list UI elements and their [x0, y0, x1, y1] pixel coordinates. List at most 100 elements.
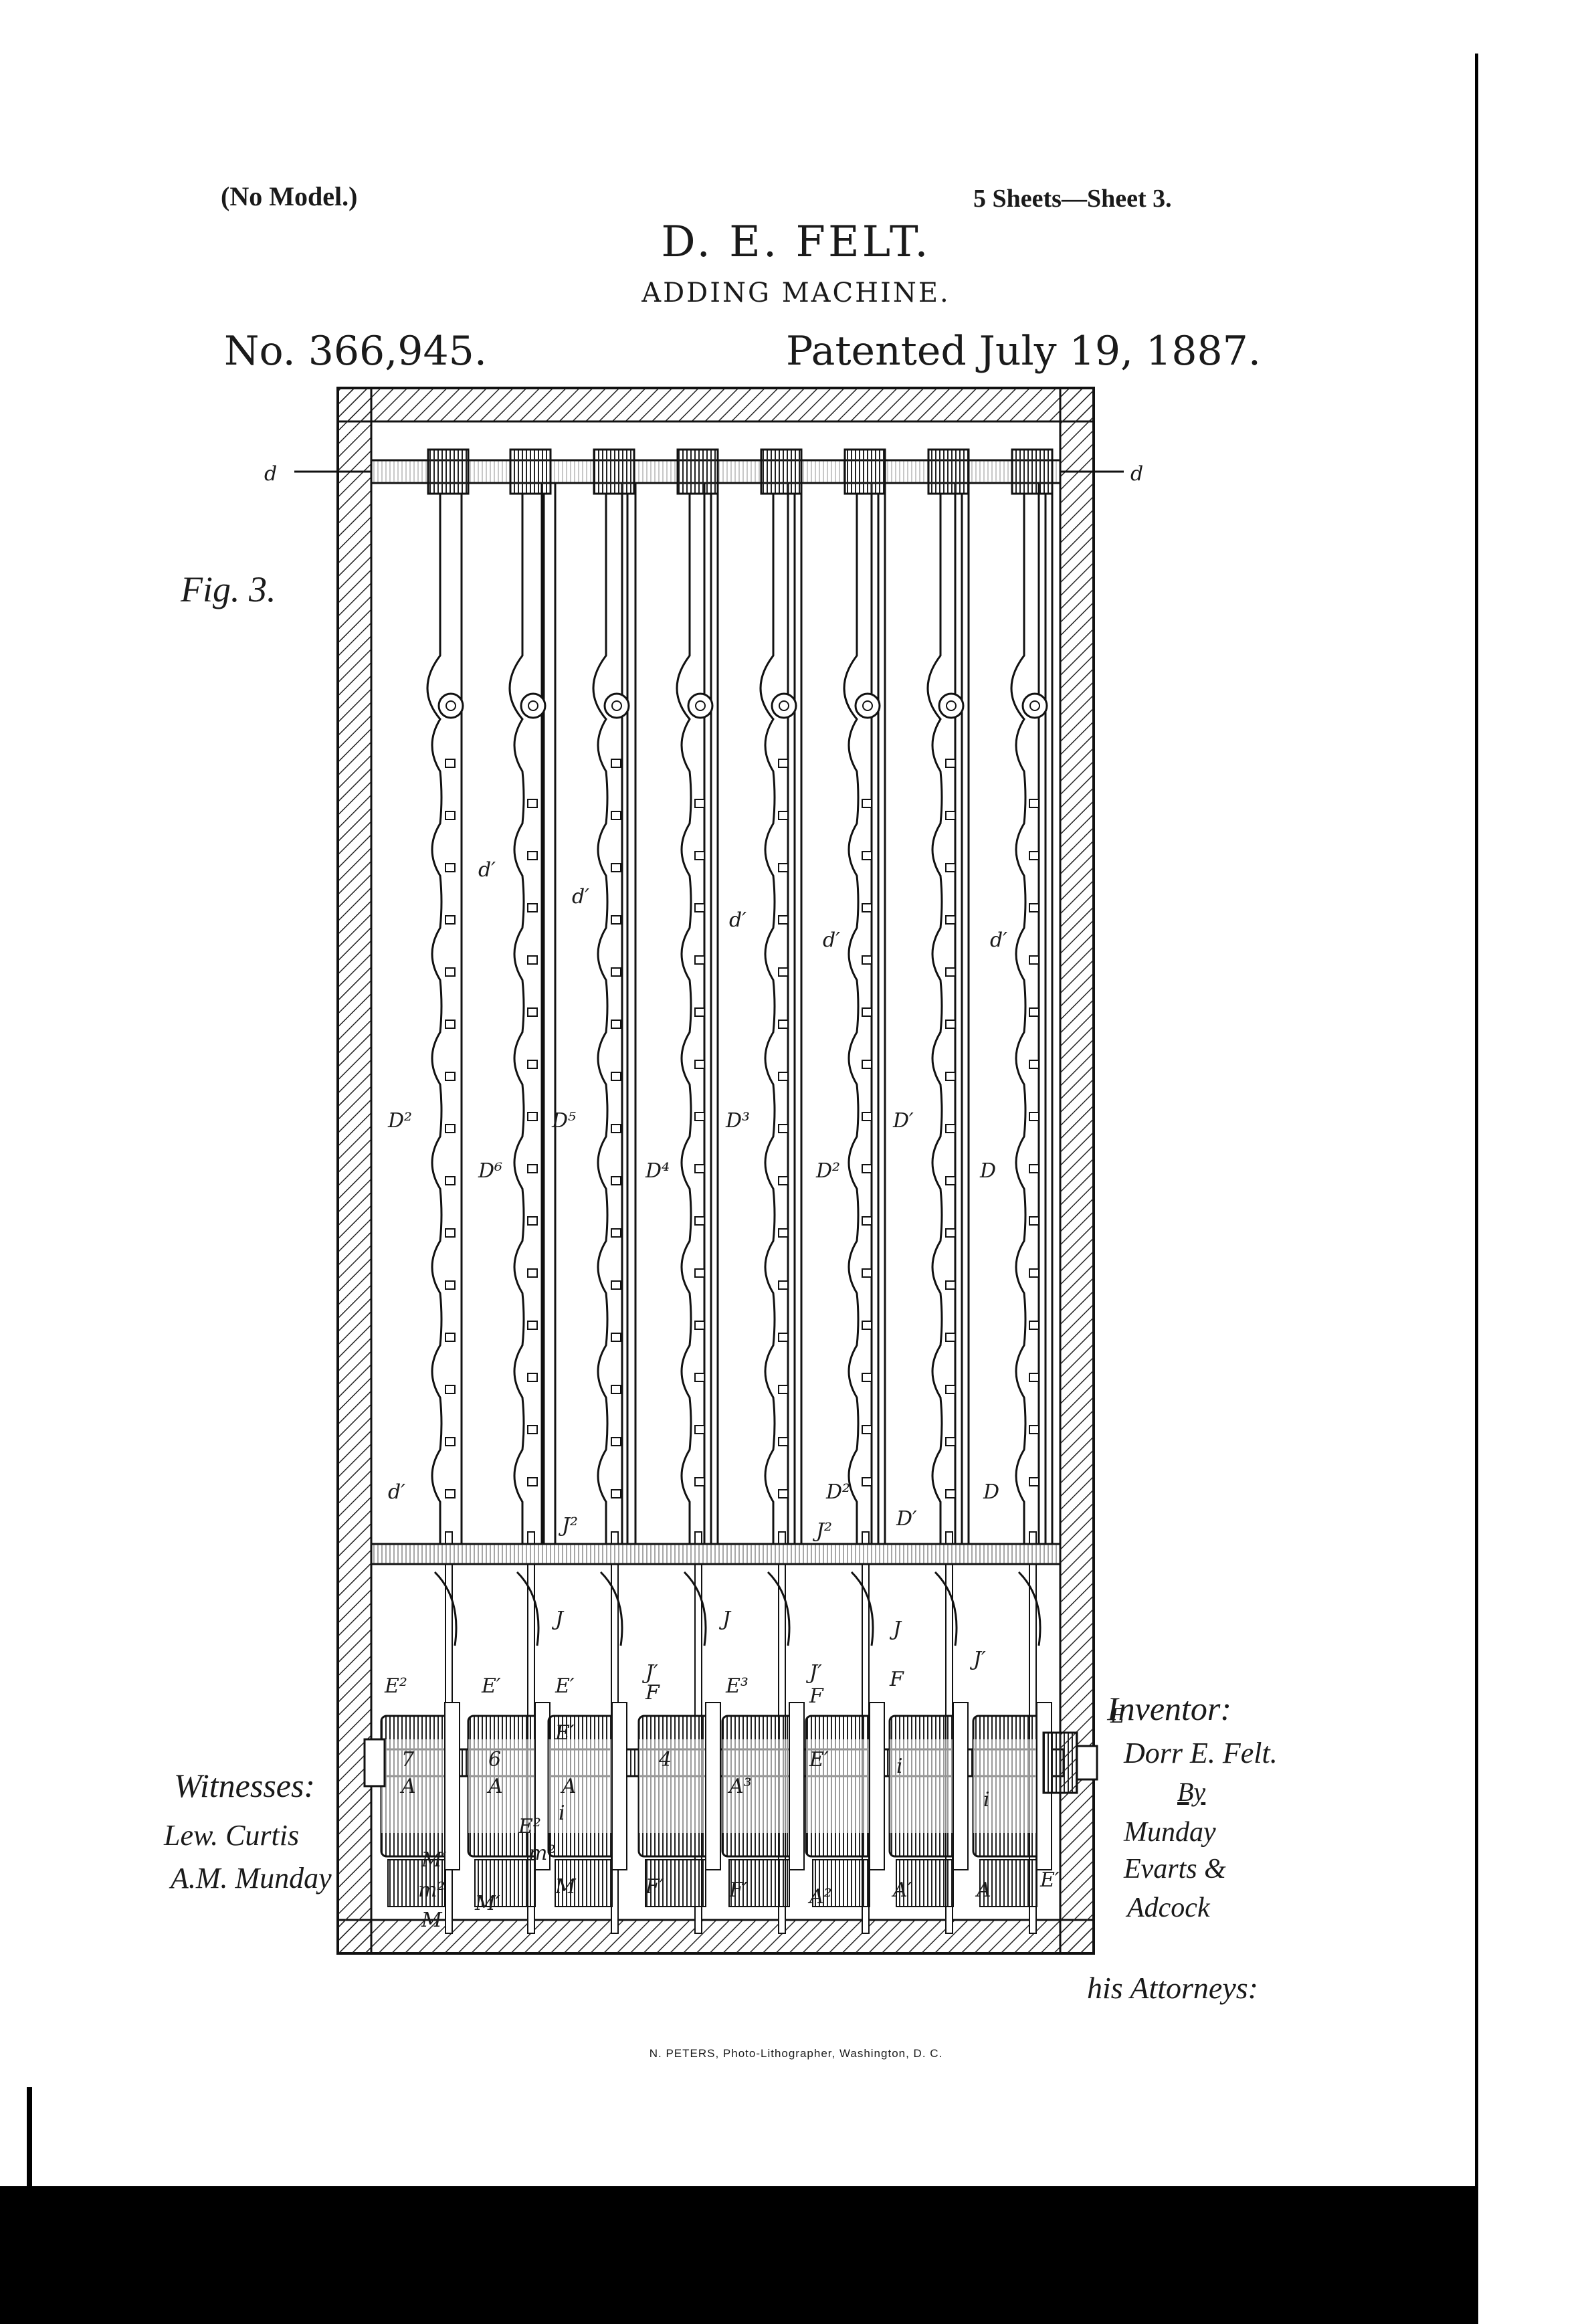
label-dprime-3: d′: [823, 929, 840, 952]
label-rack-4: D³: [725, 1109, 750, 1133]
pawl-spring: [850, 1571, 874, 1646]
gear-drum-face: [722, 1739, 796, 1833]
gear-drum-face: [890, 1739, 960, 1833]
ratchet-wheel: [728, 1859, 790, 1907]
rack-hole: [1029, 1477, 1039, 1486]
rack-hole: [862, 1373, 872, 1382]
gear-drum-face: [806, 1739, 876, 1833]
rack-hole: [445, 811, 456, 820]
label-lower-9: J: [889, 1618, 902, 1641]
rack-hub: [843, 448, 886, 495]
rack-hole: [527, 903, 538, 912]
ratchet-wheel: [896, 1859, 954, 1907]
rack-hole: [445, 1176, 456, 1185]
rack-hole: [778, 1280, 789, 1290]
pawl-spring: [516, 1571, 540, 1646]
rack-hole: [445, 1333, 456, 1342]
printer-credit: N. PETERS, Photo-Lithographer, Washingto…: [649, 2047, 943, 2060]
ratchet-wheel: [812, 1859, 870, 1907]
label-axle-5: 4: [658, 1748, 672, 1771]
label-gear-3: F: [645, 1681, 660, 1705]
figure-label: Fig. 3.: [181, 569, 276, 609]
label-gear-9: E′: [555, 1721, 575, 1745]
ratchet-wheel: [474, 1859, 536, 1907]
rack-hole: [694, 1321, 705, 1330]
rack-hole: [445, 967, 456, 977]
rack-hole: [445, 863, 456, 872]
pinion: [611, 1702, 627, 1870]
rack-hole: [862, 1112, 872, 1121]
label-axle-10: i: [559, 1802, 565, 1825]
label-rack-1: D⁶: [478, 1159, 502, 1183]
pawl-spring: [433, 1571, 458, 1646]
rack-hole: [862, 1425, 872, 1434]
rack-hole: [1029, 1060, 1039, 1069]
label-rack-5: D²: [815, 1159, 840, 1183]
label-lower-6: J: [718, 1608, 732, 1631]
rack-hole: [527, 1373, 538, 1382]
rack-hole: [778, 1020, 789, 1029]
pawl-spring: [683, 1571, 707, 1646]
rack-hole: [862, 1007, 872, 1017]
rack-hole: [862, 799, 872, 808]
rack-hole: [778, 1437, 789, 1446]
label-axle-8: i: [896, 1755, 903, 1778]
label-rack-7: D: [979, 1159, 996, 1183]
gear-group: [373, 1702, 1065, 1907]
label-bottom-0: M′: [421, 1848, 447, 1872]
label-d-right: d: [1130, 462, 1143, 486]
rack-hole: [611, 967, 621, 977]
pivot-pin: [862, 700, 873, 711]
rack-hole: [945, 1072, 956, 1081]
lower-shaft: [370, 1543, 1062, 1565]
witness-signature-1: Lew. Curtis: [164, 1819, 300, 1852]
rack-profile: [426, 494, 443, 1544]
witness-signature-2: A.M. Munday: [171, 1862, 332, 1895]
pinion: [953, 1702, 969, 1870]
rack-hole: [862, 851, 872, 860]
rack-hole: [1029, 1112, 1039, 1121]
pinion: [789, 1702, 805, 1870]
label-bottom-10: A: [975, 1878, 991, 1902]
rack-hole: [862, 1477, 872, 1486]
rack-hole: [611, 1385, 621, 1394]
pivot-pin: [946, 700, 957, 711]
label-lower-8: J′: [805, 1661, 822, 1684]
rack-hole: [1029, 1321, 1039, 1330]
rack-hole: [945, 759, 956, 768]
rack-hole: [527, 851, 538, 860]
rack-hole: [527, 955, 538, 965]
rack-hole: [694, 1112, 705, 1121]
witnesses-heading: Witnesses:: [174, 1767, 316, 1804]
rack-hole: [527, 1216, 538, 1226]
rack-hole: [945, 1124, 956, 1133]
rack-hole: [694, 1007, 705, 1017]
rack-hole: [611, 1333, 621, 1342]
label-gear-2: E′: [555, 1674, 575, 1698]
rack-hole: [694, 799, 705, 808]
rack-profile: [592, 494, 609, 1544]
pawl-spring: [599, 1571, 623, 1646]
scan-edge-rule: [1475, 54, 1478, 2188]
rack-profile: [508, 494, 525, 1544]
rack-hole: [1029, 1216, 1039, 1226]
drawing-labels: d d D² D⁶ D⁵ D⁴ D³ D² D′ D d′ d′ d′ d′ d…: [264, 462, 1143, 1932]
rack-hole: [694, 1216, 705, 1226]
rack-hole: [445, 1489, 456, 1498]
rack-hole: [778, 915, 789, 925]
rack-profile: [759, 494, 776, 1544]
rack-hole: [1029, 903, 1039, 912]
label-axle-0: 7: [401, 1748, 415, 1771]
pinion: [705, 1702, 721, 1870]
rack-hole: [445, 1124, 456, 1133]
rack-group: [426, 448, 1054, 1934]
rack-hole: [862, 1164, 872, 1173]
label-bottom-6: F′: [645, 1875, 664, 1899]
rack-hole: [445, 915, 456, 925]
rack-hole: [778, 1489, 789, 1498]
rack-hole: [694, 1477, 705, 1486]
label-gear-6: F: [889, 1668, 904, 1691]
pivot-hole: [437, 692, 464, 719]
label-lower-1: D′: [896, 1507, 917, 1531]
pivot-hole: [520, 692, 546, 719]
